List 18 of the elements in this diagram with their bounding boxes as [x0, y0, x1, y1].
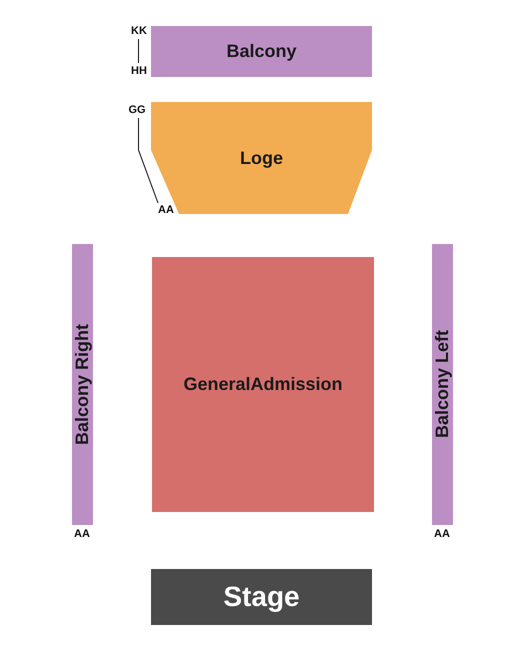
balcony-right-section: [72, 244, 93, 525]
row-label: KK: [131, 25, 147, 37]
row-label: GG: [128, 104, 146, 116]
section-label: Balcony Left: [432, 330, 453, 439]
row-label: AA: [434, 528, 450, 540]
section-label: Balcony: [226, 41, 297, 62]
section-label: Loge: [240, 148, 283, 168]
section-label: Stage: [223, 581, 300, 613]
balcony-section: [151, 26, 372, 77]
section-label: Balcony Right: [72, 324, 93, 445]
section-label: GeneralAdmission: [183, 374, 343, 395]
general-admission-floor: [152, 257, 374, 512]
row-label: AA: [158, 204, 174, 216]
balcony-left-section: [432, 244, 453, 525]
row-label: HH: [131, 65, 147, 77]
row-label: AA: [74, 528, 90, 540]
stage-area: [151, 569, 372, 625]
loge-section: [151, 102, 372, 214]
